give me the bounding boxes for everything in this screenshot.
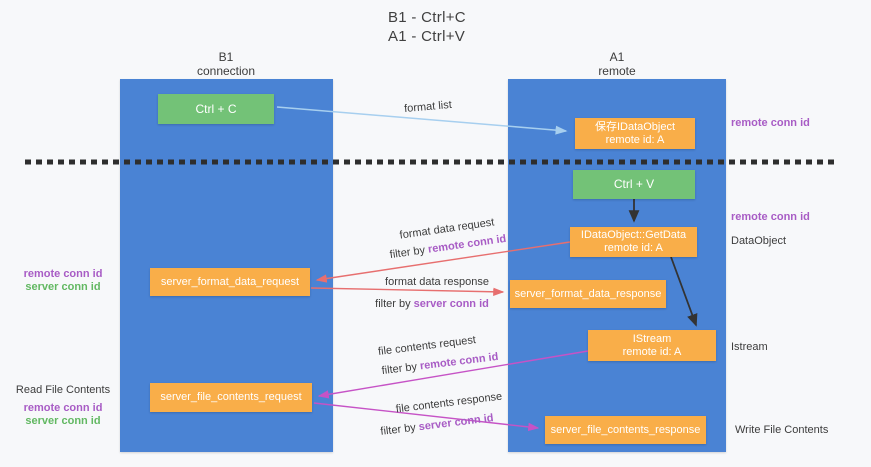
box-istream-line2: remote id: A bbox=[622, 345, 682, 358]
box-server-format-data-response: server_format_data_response bbox=[510, 280, 666, 308]
label-file-contents-response: file contents response bbox=[395, 390, 503, 416]
box-ctrl-v-label: Ctrl + V bbox=[613, 177, 655, 191]
server-conn-id-key: server conn id bbox=[418, 412, 495, 434]
diagram-title: B1 - Ctrl+C A1 - Ctrl+V bbox=[388, 8, 466, 46]
label-istream: Istream bbox=[731, 341, 768, 353]
left-conn-ids-top: remote conn id server conn id bbox=[8, 268, 118, 294]
filter-by-text: filter by bbox=[375, 298, 411, 310]
arrow-format-data-response bbox=[310, 287, 505, 296]
title-line-1: B1 - Ctrl+C bbox=[388, 9, 466, 26]
column-a1-title: A1 bbox=[609, 50, 625, 64]
remote-conn-id-key: remote conn id bbox=[427, 232, 507, 256]
label-right-remote-conn-id-mid: remote conn id bbox=[731, 211, 810, 223]
label-right-remote-conn-id-top: remote conn id bbox=[731, 117, 810, 129]
label-left-server-conn-id-bottom: server conn id bbox=[25, 415, 101, 427]
filter-by-text: filter by bbox=[389, 244, 426, 262]
box-getdata-line1: IDataObject::GetData bbox=[580, 229, 687, 241]
filter-by-text: filter by bbox=[379, 421, 417, 438]
label-read-file-contents: Read File Contents bbox=[15, 384, 111, 396]
label-format-data-response: format data response bbox=[385, 276, 489, 288]
column-header-b1: B1 connection bbox=[176, 50, 276, 78]
box-server-file-contents-response: server_file_contents_response bbox=[545, 416, 706, 444]
box-idataobject-getdata: IDataObject::GetData remote id: A bbox=[570, 227, 697, 257]
label-left-remote-conn-id-top: remote conn id bbox=[23, 268, 103, 280]
box-format-response-label: server_format_data_response bbox=[514, 287, 662, 300]
box-ctrl-v: Ctrl + V bbox=[573, 170, 695, 199]
column-header-a1: A1 remote bbox=[567, 50, 667, 78]
label-left-remote-conn-id-bottom: remote conn id bbox=[23, 402, 103, 414]
column-a1-subtitle: remote bbox=[598, 64, 636, 78]
box-file-response-label: server_file_contents_response bbox=[550, 423, 701, 436]
column-b1-title: B1 bbox=[218, 50, 234, 64]
label-file-contents-response-filter: filter by server conn id bbox=[380, 412, 494, 438]
label-write-file-contents: Write File Contents bbox=[735, 424, 829, 436]
box-istream-line1: IStream bbox=[632, 332, 672, 345]
label-dataobject: DataObject bbox=[731, 235, 787, 247]
title-line-2: A1 - Ctrl+V bbox=[388, 28, 466, 45]
box-format-request-label: server_format_data_request bbox=[160, 275, 300, 288]
label-format-data-response-filter: filter by server conn id bbox=[375, 298, 489, 310]
column-b1-subtitle: connection bbox=[196, 64, 256, 78]
box-getdata-line2: remote id: A bbox=[604, 242, 663, 254]
box-save-idataobject-line1: 保存IDataObject bbox=[594, 120, 676, 133]
remote-conn-id-key: remote conn id bbox=[419, 350, 499, 373]
box-save-idataobject: 保存IDataObject remote id: A bbox=[575, 118, 695, 149]
box-server-file-contents-request: server_file_contents_request bbox=[150, 383, 312, 412]
box-save-idataobject-line2: remote id: A bbox=[605, 133, 665, 146]
box-file-request-label: server_file_contents_request bbox=[160, 391, 302, 403]
box-ctrl-c-label: Ctrl + C bbox=[195, 101, 237, 116]
label-format-list: format list bbox=[403, 98, 453, 116]
left-read-file-contents-block: Read File Contents remote conn id server… bbox=[8, 384, 118, 428]
box-ctrl-c: Ctrl + C bbox=[158, 94, 274, 124]
box-server-format-data-request: server_format_data_request bbox=[150, 268, 310, 296]
server-conn-id-key: server conn id bbox=[413, 298, 489, 310]
filter-by-text: filter by bbox=[381, 360, 418, 378]
label-left-server-conn-id-top: server conn id bbox=[25, 281, 101, 293]
box-istream: IStream remote id: A bbox=[588, 330, 716, 361]
